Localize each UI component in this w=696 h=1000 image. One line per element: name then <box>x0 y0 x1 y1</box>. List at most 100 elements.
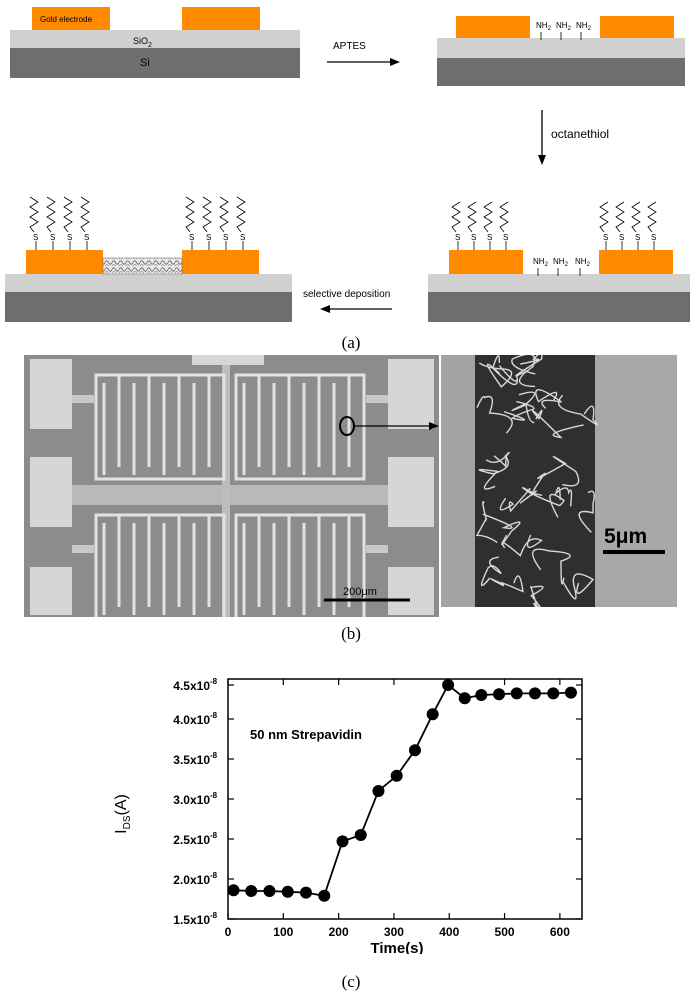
thiol-group: S <box>223 233 228 242</box>
gold-electrode-right <box>600 16 674 38</box>
sem-image-zoom: 5μm <box>441 355 677 607</box>
stage-bare-device: Gold electrode SiO2 Si <box>10 7 300 78</box>
alkyl-chain <box>615 201 625 233</box>
gold-electrode-left <box>26 250 103 274</box>
electrode-frame <box>94 513 226 617</box>
thiol-group: S <box>33 233 38 242</box>
thiol-group: S <box>487 233 492 242</box>
amine-group: NH2 <box>556 21 572 32</box>
amine-group: NH2 <box>576 21 592 32</box>
y-axis-label: IDS(A) <box>113 794 133 834</box>
y-tick-exponent: -8 <box>210 677 218 686</box>
electrode-frame <box>234 373 366 481</box>
electrode-layout: 200μm <box>30 355 439 617</box>
sio2-layer <box>437 38 685 58</box>
nanotube <box>578 490 595 533</box>
scale-label-large: 200μm <box>343 586 377 598</box>
data-point <box>354 829 367 841</box>
amine-group: NH2 <box>533 257 549 268</box>
nanotube <box>511 355 536 388</box>
alkyl-chain <box>80 196 90 233</box>
caption-b: (b) <box>341 624 361 643</box>
alkyl-chain <box>451 201 461 233</box>
series-line <box>233 683 571 897</box>
data-point <box>227 884 240 897</box>
data-point <box>318 889 331 902</box>
nanotube <box>519 473 545 504</box>
x-tick-label: 200 <box>329 925 349 939</box>
si-substrate <box>437 58 685 86</box>
thiol-group: S <box>471 233 476 242</box>
x-tick-label: 0 <box>225 925 232 939</box>
y-tick-exponent: -8 <box>210 831 218 840</box>
contact-pad <box>388 567 434 615</box>
alkyl-chain <box>202 196 212 233</box>
nanotube-network <box>102 257 183 275</box>
data-point <box>564 686 577 699</box>
electrode-frame <box>94 373 226 481</box>
data-point <box>426 708 439 721</box>
nanotube <box>531 409 584 439</box>
gold-electrode-right <box>599 250 673 274</box>
gold-electrode-left <box>456 16 530 38</box>
nanotube <box>490 575 524 593</box>
sio2-layer <box>5 274 292 292</box>
alkyl-chain <box>631 201 641 233</box>
aptes-label: APTES <box>333 41 366 52</box>
nanotube <box>562 573 595 600</box>
amine-group: NH2 <box>575 257 591 268</box>
nanotube <box>533 493 565 518</box>
nanotube <box>529 585 544 607</box>
thiol-group: S <box>619 233 624 242</box>
y-tick-exponent: -8 <box>210 911 218 920</box>
selective-deposition-label: selective deposition <box>303 289 390 300</box>
si-label: Si <box>140 57 150 69</box>
bus-line <box>222 365 230 617</box>
gold-electrode-left <box>449 250 523 274</box>
x-tick-label: 100 <box>273 925 293 939</box>
x-tick-label: 500 <box>495 925 515 939</box>
thiol-group: S <box>189 233 194 242</box>
thiol-group: S <box>635 233 640 242</box>
si-substrate <box>5 292 292 322</box>
y-tick-label: 4.0x10 <box>173 713 210 727</box>
y-tick-exponent: -8 <box>210 871 218 880</box>
sio2-layer <box>10 30 300 48</box>
nanotube <box>485 452 511 469</box>
y-tick-label: 3.0x10 <box>173 793 210 807</box>
nanotube <box>478 455 509 490</box>
electrode-frame <box>234 513 366 617</box>
gold-electrode-right <box>182 7 260 30</box>
x-tick-label: 600 <box>550 925 570 939</box>
contact-pad <box>30 457 72 527</box>
thiol-group: S <box>50 233 55 242</box>
data-point <box>281 885 294 898</box>
sio2-label: SiO2 <box>133 36 152 49</box>
alkyl-chain <box>499 201 509 233</box>
gold-electrode-left <box>32 7 110 30</box>
thiol-group: S <box>206 233 211 242</box>
alkyl-chain <box>46 196 56 233</box>
data-point <box>336 835 349 848</box>
si-substrate <box>428 292 690 322</box>
bus-line <box>72 395 94 403</box>
alkyl-chain <box>63 196 73 233</box>
data-point <box>245 885 258 897</box>
nanotube <box>554 486 573 507</box>
bus-line <box>366 395 388 403</box>
thiol-group: S <box>503 233 508 242</box>
electrode-edge <box>595 355 677 607</box>
sem-image-device: 200μm <box>24 355 439 617</box>
si-substrate <box>10 48 300 78</box>
thiol-group: S <box>67 233 72 242</box>
bus-line <box>366 545 388 553</box>
nanotube <box>480 556 502 587</box>
alkyl-chain <box>185 196 195 233</box>
y-tick-label: 2.0x10 <box>173 873 210 887</box>
alkyl-chain <box>236 196 246 233</box>
y-tick-label: 3.5x10 <box>173 753 210 767</box>
